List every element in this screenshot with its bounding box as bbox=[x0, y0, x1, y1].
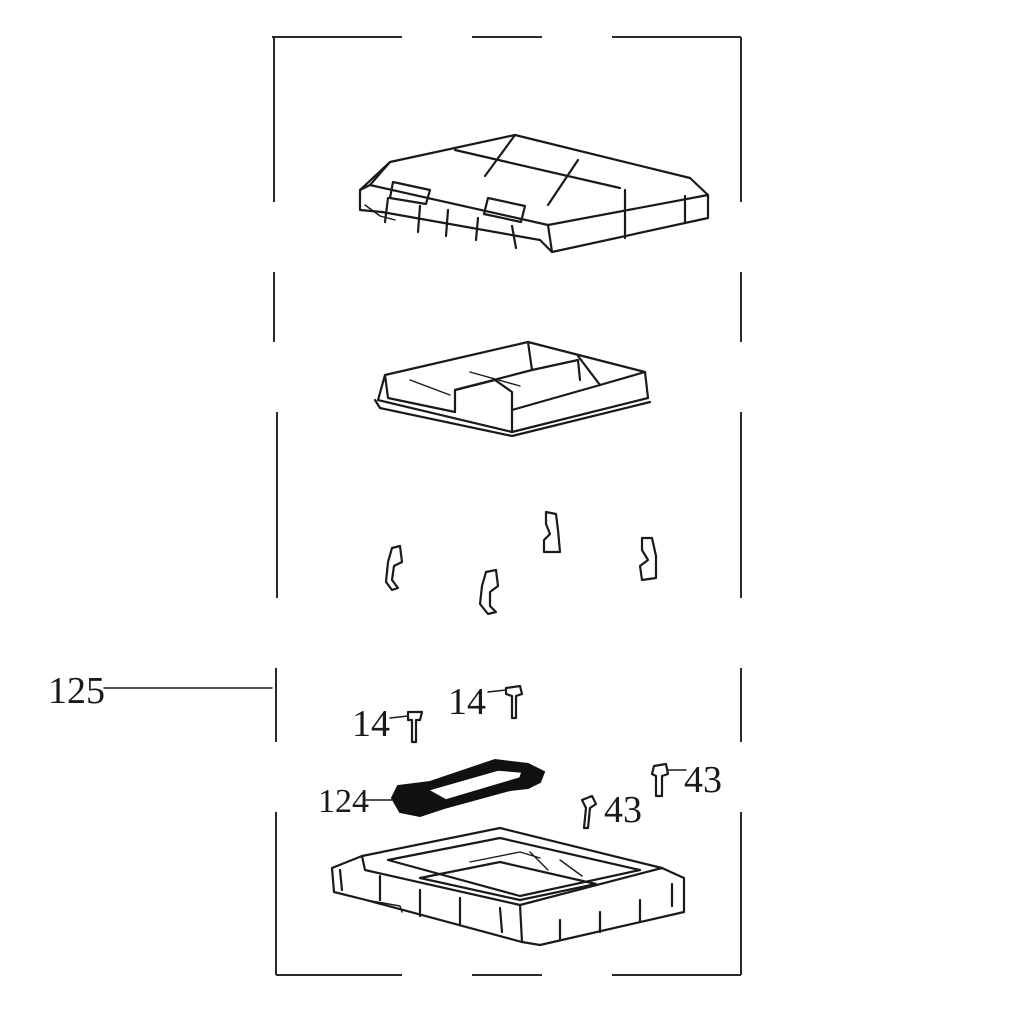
tray bbox=[373, 340, 652, 438]
pin-left bbox=[580, 794, 598, 830]
pin-right bbox=[650, 762, 687, 798]
clip-right-a bbox=[542, 510, 562, 554]
label-14-right: 14 bbox=[448, 681, 486, 723]
label-124: 124 bbox=[318, 783, 369, 820]
label-125: 125 bbox=[48, 670, 105, 712]
screw-right bbox=[487, 684, 524, 720]
clip-right-b bbox=[638, 536, 658, 582]
label-43-right: 43 bbox=[684, 759, 722, 801]
base-frame bbox=[330, 826, 686, 947]
label-14-left: 14 bbox=[352, 703, 390, 745]
label-43-left: 43 bbox=[604, 789, 642, 831]
top-cover bbox=[358, 133, 710, 254]
seal-gasket bbox=[365, 758, 546, 818]
clip-center bbox=[478, 568, 500, 616]
assembly-frame bbox=[272, 36, 742, 976]
screw-left bbox=[389, 710, 424, 744]
clip-left bbox=[384, 544, 404, 592]
